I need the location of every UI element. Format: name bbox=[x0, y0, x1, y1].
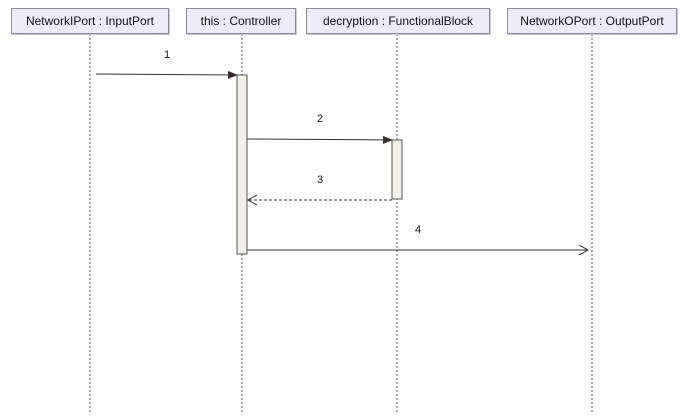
message-2-label: 2 bbox=[316, 113, 324, 125]
message-1-arrow bbox=[95, 70, 238, 79]
message-2-arrow bbox=[246, 135, 393, 144]
message-1-label: 1 bbox=[163, 49, 171, 61]
lifeline-head-decryption: decryption : FunctionalBlock bbox=[306, 8, 490, 34]
activation-controller bbox=[236, 74, 248, 255]
lifeline-head-networkoport: NetworkOPort : OutputPort bbox=[507, 8, 677, 34]
lifeline-head-networkiport: NetworkIPort : InputPort bbox=[11, 8, 169, 34]
message-3-label: 3 bbox=[316, 174, 324, 186]
activation-decryption bbox=[391, 139, 403, 200]
message-4-label: 4 bbox=[414, 224, 422, 236]
lifeline-head-controller: this : Controller bbox=[186, 8, 296, 34]
